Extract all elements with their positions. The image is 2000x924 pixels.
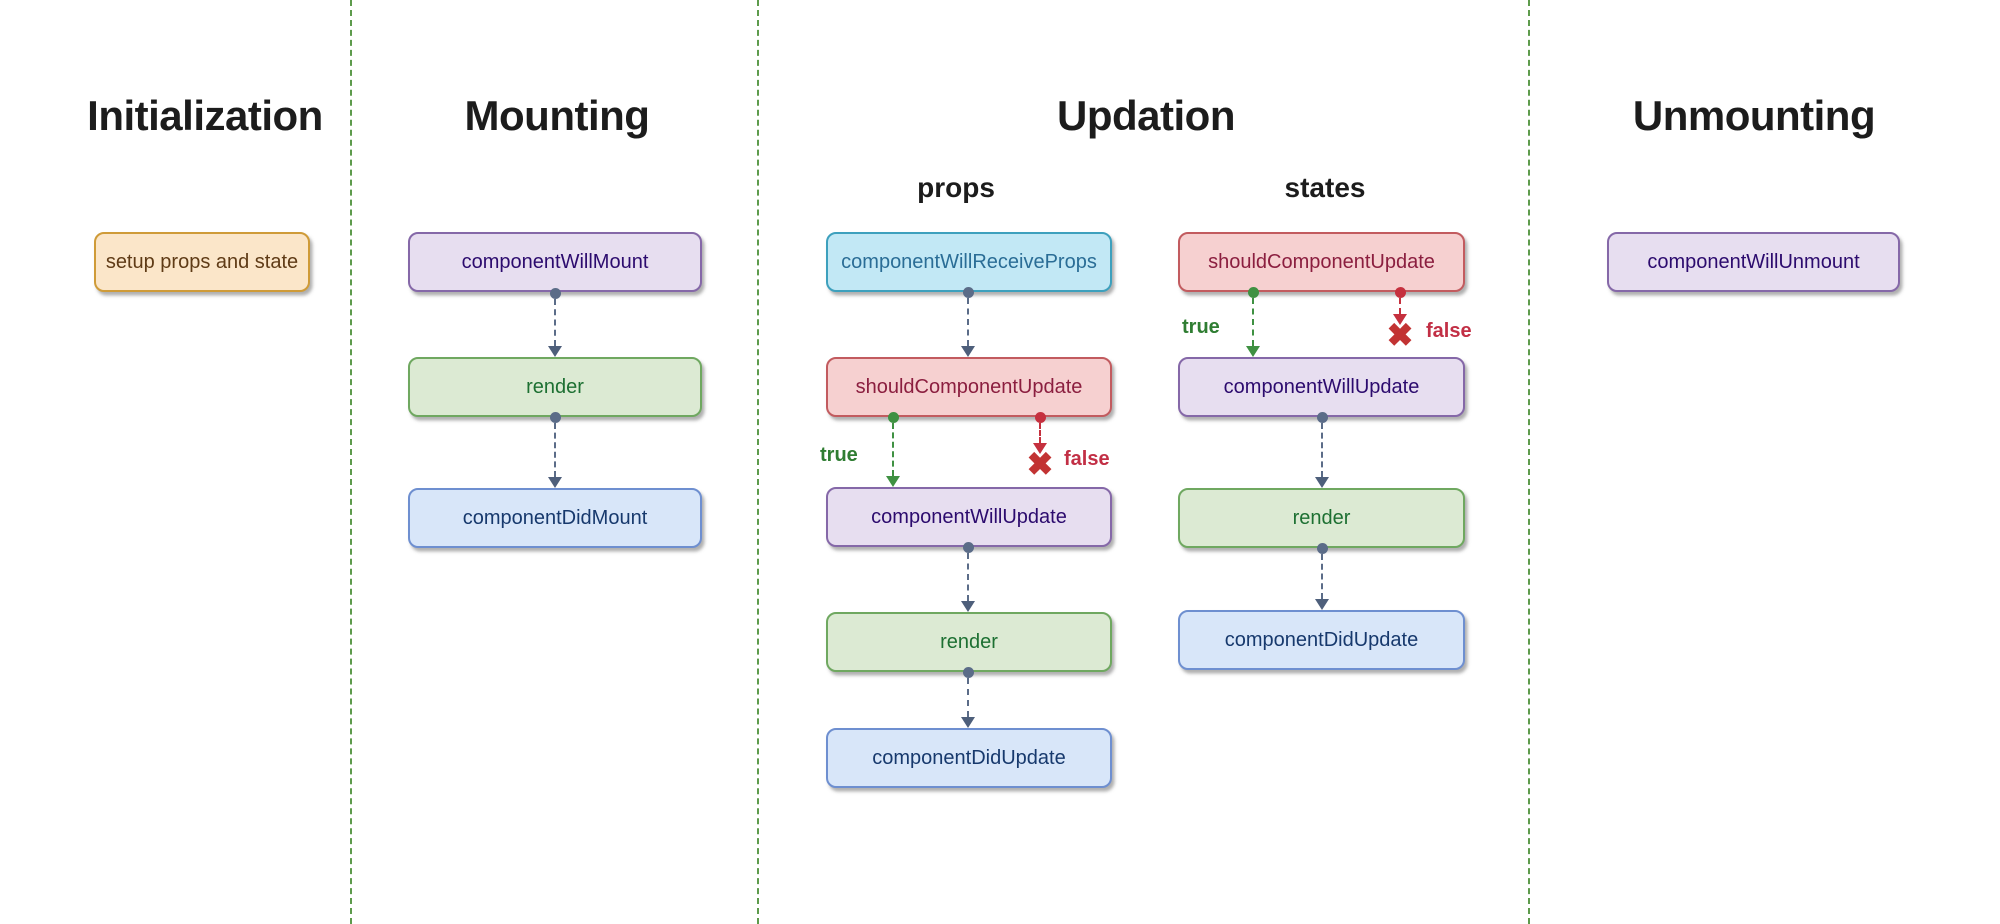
true-label-props: true	[820, 444, 858, 466]
phase-heading-updation: Updation	[1057, 92, 1235, 139]
arrow-start-dot	[1316, 543, 1328, 554]
arrow-start-dot	[962, 542, 974, 553]
subheading-props: props	[917, 172, 995, 203]
arrow-start-dot	[962, 287, 974, 298]
arrow-dashed-line	[1399, 298, 1401, 314]
arrow-start-dot	[1394, 287, 1406, 298]
phase-heading-initialization: Initialization	[87, 92, 323, 139]
node-shouldcomponentupdate-props: shouldComponentUpdate	[826, 357, 1112, 417]
false-x-icon: ✖	[1386, 316, 1414, 353]
arrow-head-icon	[961, 601, 975, 612]
arrow-willupdate-to-render-states	[1315, 412, 1329, 488]
arrow-willreceiveprops-to-shouldupdate	[961, 287, 975, 357]
node-componentwillreceiveprops: componentWillReceiveProps	[826, 232, 1112, 292]
node-shouldcomponentupdate-states: shouldComponentUpdate	[1178, 232, 1465, 292]
arrow-render-to-didupdate-props	[961, 667, 975, 728]
arrow-dashed-line	[967, 553, 969, 601]
arrow-willupdate-to-render-props	[961, 542, 975, 612]
node-setup-props-and-state: setup props and state	[94, 232, 310, 292]
arrow-dashed-line	[892, 423, 894, 476]
arrow-start-dot	[1316, 412, 1328, 423]
arrow-dashed-line	[967, 678, 969, 717]
arrow-head-icon	[961, 717, 975, 728]
arrow-start-dot	[1034, 412, 1046, 423]
node-render-mounting: render	[408, 357, 702, 417]
node-componentdidupdate-states: componentDidUpdate	[1178, 610, 1465, 670]
node-render-states: render	[1178, 488, 1465, 548]
arrow-start-dot	[962, 667, 974, 678]
arrow-false-branch-states: ✖	[1387, 287, 1413, 351]
arrow-start-dot	[887, 412, 899, 423]
subheading-states: states	[1284, 172, 1366, 203]
arrow-head-icon	[961, 346, 975, 357]
arrow-dashed-line	[554, 423, 556, 477]
arrow-dashed-line	[554, 299, 556, 346]
arrow-true-branch-props	[886, 412, 900, 487]
arrow-dashed-line	[1321, 423, 1323, 477]
true-label-states: true	[1182, 316, 1220, 338]
arrow-head-icon	[1315, 599, 1329, 610]
false-label-states: false	[1426, 320, 1472, 342]
arrow-head-icon	[548, 346, 562, 357]
arrow-render-to-didupdate-states	[1315, 543, 1329, 610]
arrow-start-dot	[1247, 287, 1259, 298]
node-componentwillunmount: componentWillUnmount	[1607, 232, 1900, 292]
column-divider-3	[1528, 0, 1530, 924]
arrow-dashed-line	[1039, 423, 1041, 443]
node-componentdidupdate-props: componentDidUpdate	[826, 728, 1112, 788]
arrow-head-icon	[1315, 477, 1329, 488]
arrow-head-icon	[548, 477, 562, 488]
column-divider-2	[757, 0, 759, 924]
arrow-render-to-didmount	[548, 412, 562, 488]
phase-heading-mounting: Mounting	[464, 92, 650, 139]
arrow-true-branch-states	[1246, 287, 1260, 357]
phase-heading-unmounting: Unmounting	[1632, 92, 1876, 139]
node-componentwillupdate-props: componentWillUpdate	[826, 487, 1112, 547]
arrow-dashed-line	[967, 298, 969, 346]
arrow-dashed-line	[1321, 554, 1323, 599]
column-divider-1	[350, 0, 352, 924]
arrow-head-icon	[1246, 346, 1260, 357]
arrow-dashed-line	[1252, 298, 1254, 346]
node-componentwillmount: componentWillMount	[408, 232, 702, 292]
arrow-head-icon	[1393, 313, 1407, 325]
arrow-start-dot	[549, 288, 561, 299]
arrow-false-branch-props: ✖	[1027, 412, 1053, 480]
node-componentdidmount: componentDidMount	[408, 488, 702, 548]
arrow-head-icon	[886, 476, 900, 487]
arrow-willmount-to-render	[548, 288, 562, 357]
node-componentwillupdate-states: componentWillUpdate	[1178, 357, 1465, 417]
arrow-start-dot	[549, 412, 561, 423]
node-render-props: render	[826, 612, 1112, 672]
arrow-head-icon	[1033, 442, 1047, 454]
false-x-icon: ✖	[1026, 445, 1054, 482]
false-label-props: false	[1064, 448, 1110, 470]
